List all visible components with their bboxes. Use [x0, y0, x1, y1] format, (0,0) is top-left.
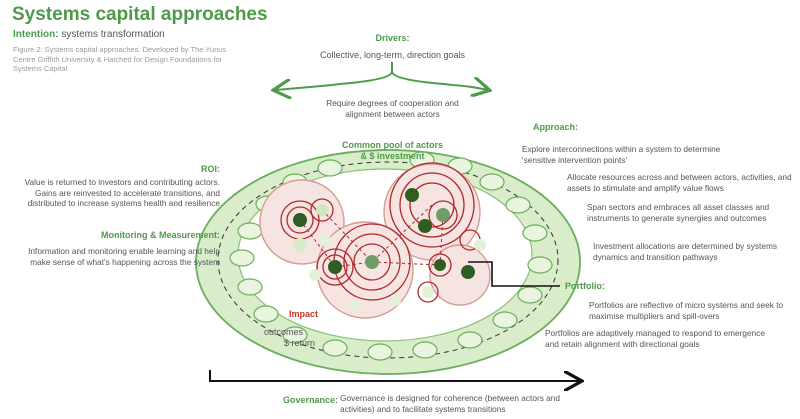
drivers-arrows — [275, 62, 488, 90]
impact-label: Impact — [289, 309, 319, 319]
portfolio-item-2: Portfolios are adaptively managed to res… — [545, 328, 766, 349]
roi-block: ROI: Value is returned to investors and … — [8, 164, 220, 209]
cooperation-text: Require degrees of cooperation and align… — [326, 98, 459, 119]
approach-item-1: Explore interconnections within a system… — [522, 144, 721, 165]
page-title: Systems capital approaches — [12, 4, 268, 25]
figure-caption: Figure 2: Systems capital approaches. De… — [13, 45, 227, 73]
intention-label: Intention: — [13, 29, 59, 40]
monitoring-block: Monitoring & Measurement: Information an… — [8, 230, 220, 267]
governance-arrow — [209, 370, 580, 382]
drivers-label: Drivers: — [375, 33, 410, 43]
governance-text: Governance is designed for coherence (be… — [340, 393, 561, 414]
portfolio-item-1: Portfolios are reflective of micro syste… — [589, 300, 784, 321]
impact-return: $ return — [284, 338, 316, 348]
approach-label: Approach: — [533, 122, 578, 132]
drivers-text: Collective, long-term, direction goals — [319, 50, 466, 60]
intention-line: Intention: systems transformation — [13, 29, 165, 40]
approach-item-4: Investment allocations are determined by… — [593, 241, 777, 262]
approach-item-3: Span sectors and embraces all asset clas… — [587, 202, 770, 223]
roi-label: ROI: — [201, 164, 220, 174]
monitoring-label: Monitoring & Measurement: — [100, 230, 220, 240]
drivers-block: Drivers: Collective, long-term, directio… — [300, 33, 485, 61]
portfolio-label: Portfolio: — [565, 281, 605, 291]
monitoring-text: Information and monitoring enable learni… — [28, 246, 220, 267]
governance-label: Governance: — [283, 395, 339, 405]
roi-text: Value is returned to investors and contr… — [24, 177, 220, 208]
dashed-ring — [217, 161, 559, 359]
intention-value: systems transformation — [61, 29, 165, 40]
portfolio-pointer-line — [468, 261, 560, 287]
connection-lines — [299, 204, 444, 268]
impact-outcomes: outcomes — [264, 327, 304, 337]
activity-nodes — [293, 188, 486, 311]
common-pool-label: Common pool of actors & $ investment — [342, 140, 443, 161]
approach-item-2: Allocate resources across and between ac… — [567, 172, 792, 193]
